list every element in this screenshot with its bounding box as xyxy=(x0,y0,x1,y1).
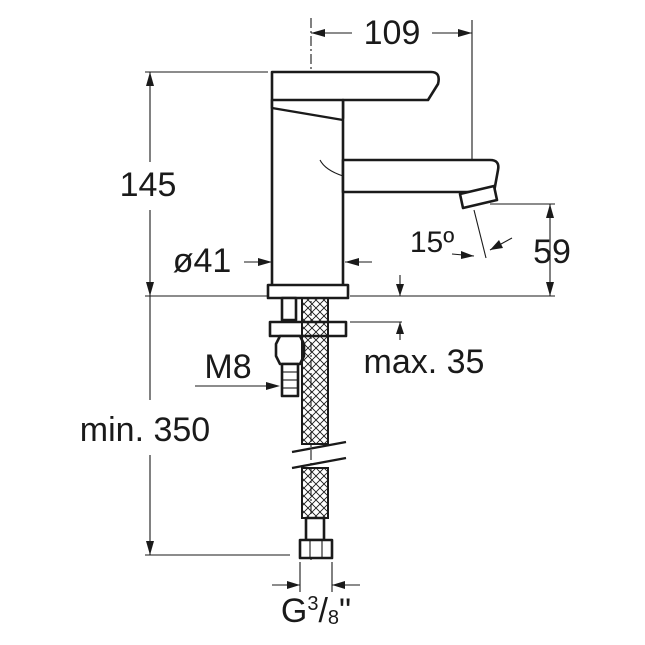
mounting-nut xyxy=(274,334,306,366)
dim-max-thickness: max. 35 xyxy=(364,343,485,381)
dim-spout-reach: 109 xyxy=(364,14,421,52)
flexible-hose xyxy=(291,297,347,560)
break-line-bottom xyxy=(291,456,347,470)
dim-mounting-thread: M8 xyxy=(204,348,251,386)
faucet-column xyxy=(270,98,345,290)
base-flange xyxy=(266,283,350,300)
dim-connection-thread: G3/8" xyxy=(281,592,351,630)
dim-total-height: 145 xyxy=(120,166,177,204)
dimension-labels: 109 145 ø41 15º 59 M8 max. 35 min. 350 G… xyxy=(80,14,571,630)
hose-connector-nut xyxy=(298,538,334,560)
dim-hose-length: min. 350 xyxy=(80,411,210,449)
dimension-lines xyxy=(146,29,554,592)
dim-body-diameter: ø41 xyxy=(173,242,232,280)
mounting-parts xyxy=(268,296,348,398)
dim-spout-angle: 15º xyxy=(410,226,454,259)
spout xyxy=(341,158,500,194)
break-line-top xyxy=(291,440,347,454)
hose-ferrule xyxy=(304,516,326,542)
faucet-body xyxy=(266,70,500,300)
stud xyxy=(280,296,298,322)
dim-spout-height: 59 xyxy=(533,233,571,271)
aerator xyxy=(458,184,499,210)
